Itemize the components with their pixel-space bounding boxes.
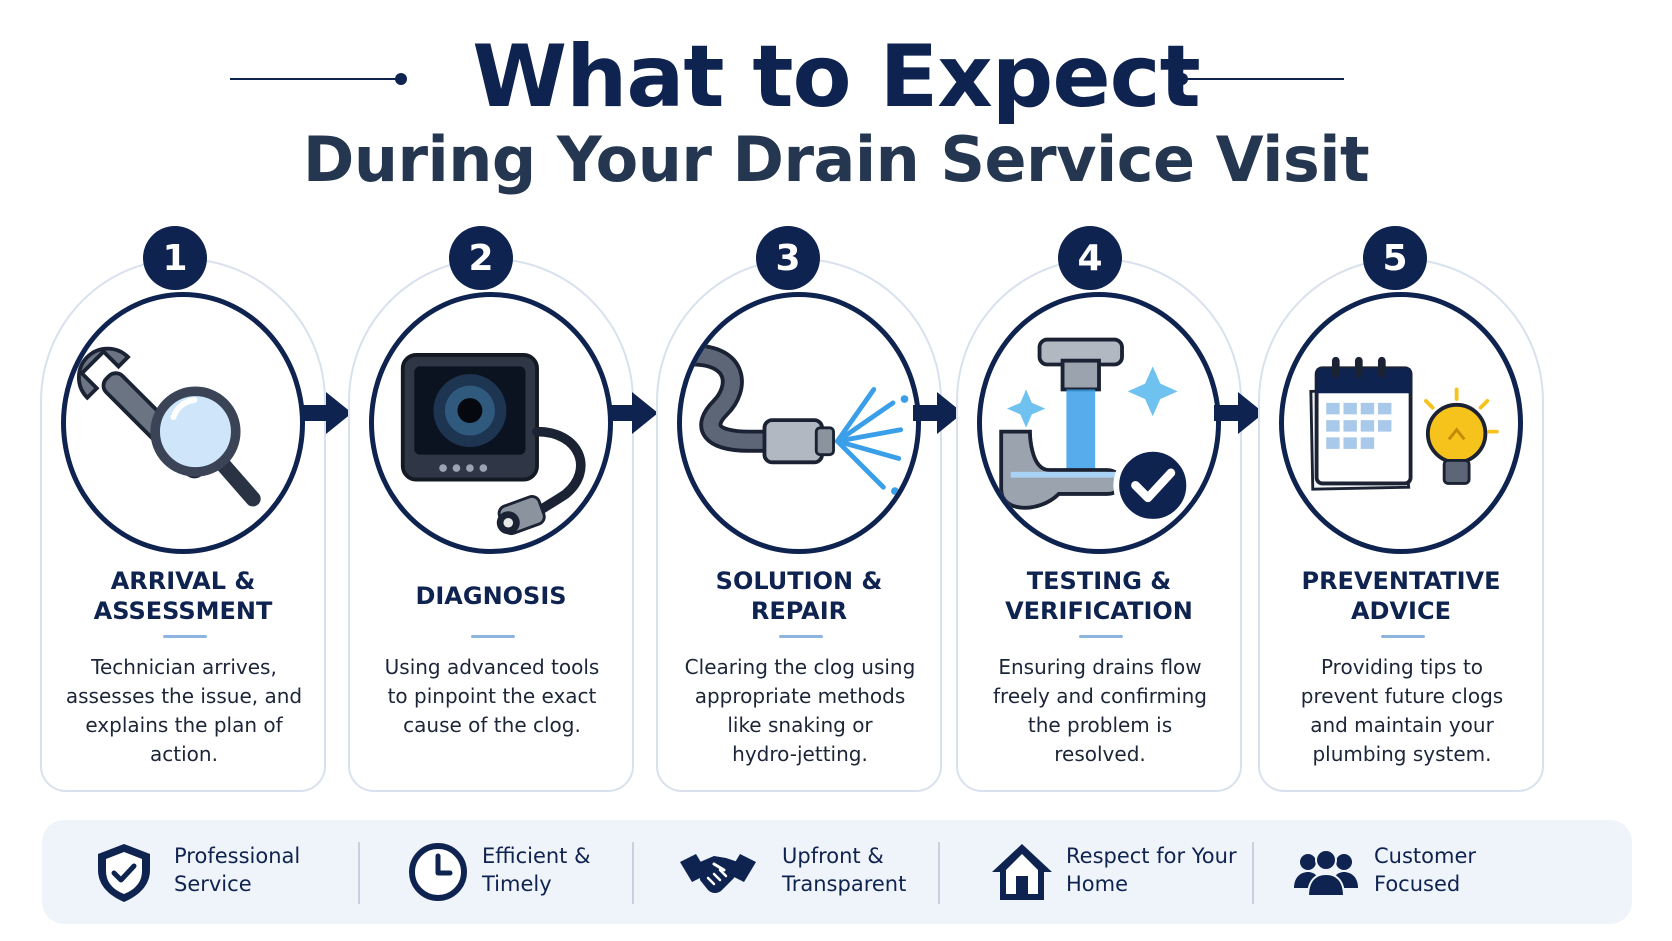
- shield-check-icon: [98, 844, 150, 902]
- page-title: What to Expect: [472, 27, 1201, 127]
- calendar-lightbulb-icon: [1279, 292, 1523, 554]
- step-description: Clearing the clog using appropriate meth…: [684, 655, 916, 766]
- step-card-3: SOLUTION & REPAIR Clearing the clog usin…: [656, 258, 942, 792]
- feature-label: Upfront & Transparent: [782, 844, 907, 896]
- hydro-jetting-hose-icon: [677, 292, 921, 554]
- step-number-badge-2: 2: [449, 226, 513, 290]
- step-number-badge-5: 5: [1363, 226, 1427, 290]
- step-description: Using advanced tools to pinpoint the exa…: [384, 655, 600, 737]
- step-title: SOLUTION & REPAIR: [715, 567, 883, 625]
- step-number-badge-3: 3: [756, 226, 820, 290]
- step-title: DIAGNOSIS: [415, 582, 567, 610]
- step-number-badge-1: 1: [143, 226, 207, 290]
- feature-divider: [1252, 842, 1254, 904]
- wrench-magnifier-icon: [61, 292, 305, 554]
- step-description: Providing tips to prevent future clogs a…: [1300, 655, 1504, 766]
- step-card-4: TESTING & VERIFICATION Ensuring drains f…: [956, 258, 1242, 792]
- feature-label: Respect for Your Home: [1066, 844, 1237, 896]
- header: What to Expect During Your Drain Service…: [0, 0, 1672, 205]
- arrow-right-icon: [1214, 392, 1264, 434]
- people-icon: [1294, 849, 1358, 897]
- flowing-pipe-check-icon: [977, 292, 1221, 554]
- step-card-5: PREVENTATIVE ADVICE Providing tips to pr…: [1258, 258, 1544, 792]
- step-description: Technician arrives, assesses the issue, …: [65, 655, 303, 766]
- feature-label: Customer Focused: [1374, 844, 1477, 896]
- feature-label: Efficient & Timely: [482, 844, 591, 896]
- feature-divider: [632, 842, 634, 904]
- step-title: TESTING & VERIFICATION: [1005, 567, 1193, 625]
- step-accent-line: [471, 635, 515, 638]
- step-title: PREVENTATIVE ADVICE: [1301, 567, 1501, 625]
- arrow-right-icon: [913, 392, 963, 434]
- title-rule-right: [1182, 78, 1344, 80]
- step-card-1: ARRIVAL & ASSESSMENT Technician arrives,…: [40, 258, 326, 792]
- clock-icon: [409, 843, 467, 901]
- title-rule-left-dot: [395, 73, 407, 85]
- step-card-2: DIAGNOSIS Using advanced tools to pinpoi…: [348, 258, 634, 792]
- arrow-right-icon: [302, 392, 352, 434]
- step-description: Ensuring drains flow freely and confirmi…: [993, 655, 1207, 766]
- feature-label: Professional Service: [174, 844, 301, 896]
- feature-divider: [938, 842, 940, 904]
- step-title: ARRIVAL & ASSESSMENT: [93, 567, 273, 625]
- arrow-right-icon: [608, 392, 658, 434]
- step-number-badge-4: 4: [1058, 226, 1122, 290]
- feature-divider: [358, 842, 360, 904]
- step-accent-line: [163, 635, 207, 638]
- house-icon: [992, 844, 1052, 900]
- title-rule-left: [230, 78, 400, 80]
- handshake-icon: [680, 854, 756, 893]
- features-bar: Professional Service Efficient & Timely …: [42, 820, 1632, 924]
- page-subtitle: During Your Drain Service Visit: [302, 123, 1370, 196]
- step-accent-line: [1381, 635, 1425, 638]
- step-accent-line: [779, 635, 823, 638]
- inspection-camera-icon: [369, 292, 613, 554]
- step-accent-line: [1079, 635, 1123, 638]
